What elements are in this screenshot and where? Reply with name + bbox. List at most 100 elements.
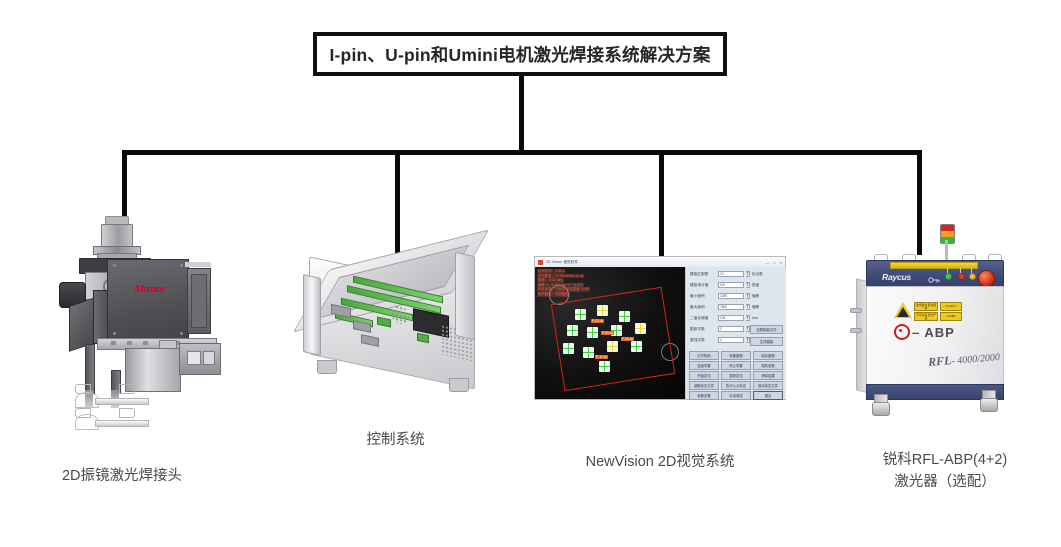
clear-results-button[interactable]: 清除结果 [753,371,783,380]
led-stem [947,268,949,274]
field-input[interactable]: 1 [718,337,744,343]
spinner-icon[interactable]: ▲▼ [746,325,750,332]
warning-label: LASER [940,312,962,321]
exit-button[interactable]: 退出 [753,391,783,400]
laser-warning-triangle-icon [894,302,912,318]
control-right-end-cap [454,251,475,341]
emergency-stop-button[interactable] [978,270,995,287]
spinner-icon[interactable]: ▲▼ [746,336,750,343]
weldhead-right-bracket [178,343,221,375]
part-marker [599,361,610,372]
field-row: 二值化阈值 126 ▲▼ mm [690,315,758,321]
caption-laser-source: 锐科RFL-ABP(4+2) 激光器（选配） [883,450,1008,494]
create-template-button[interactable]: 生成模板 [750,337,783,346]
warning-label: CLASS 4 [940,302,962,311]
field-input[interactable]: 126 [718,315,744,321]
camera-params-button[interactable]: 相机参数 [753,361,783,370]
caption-laser-line1: 锐科RFL-ABP(4+2) [882,452,1008,468]
spinner-icon[interactable]: ▲▼ [746,314,750,321]
spinner-icon[interactable]: ▲▼ [746,270,750,277]
field-row: 腐蚀次数 1 ▲▼ [690,337,750,343]
field-input[interactable]: 7800 [718,304,744,310]
continuous-grab-button[interactable]: 连续采集 [689,361,719,370]
diagram-title-box: I-pin、U-pin和Umini电机激光焊接系统解决方案 [313,32,727,76]
vision-window-title: 2D Vision 视觉软件 [546,259,579,264]
weldhead-shelf [94,420,149,427]
laser-abp-marking: – ABP [894,324,955,340]
weldhead-nameplate [184,262,211,267]
spinner-icon[interactable]: ▲▼ [746,281,750,288]
field-unit: 检出数 [752,271,763,276]
open-camera-button[interactable]: 打开相机 [689,351,719,360]
weldhead-plate-slot [174,341,180,345]
field-label: 腐蚀次数 [690,337,705,342]
weldhead-bracket-slot-a [186,351,201,365]
status-led-green [945,273,952,280]
caster-wheel [872,394,890,416]
field-input[interactable]: 1250 [718,293,744,299]
laser-yellow-strip [890,262,978,269]
field-row: 膨胀次数 2 ▲▼ [690,326,750,332]
vision-image-canvas[interactable]: 检测时间：0.35 s 识别数量：12 Rect/Find 12 ok 角度：-… [535,267,685,399]
close-icon[interactable]: × [779,259,782,265]
weldhead-scanner-body [106,259,189,341]
field-unit: 偏移 [752,293,760,298]
field-label: 最小面积 [690,293,705,298]
control-left-end-cap [302,274,321,356]
laser-base-band [866,384,1004,400]
vision-software-window: 2D Vision 视觉软件 — □ × 检测时间：0.35 s 识别数量：12… [534,256,786,400]
weldhead-shelf [94,398,149,405]
weldhead-screw [112,264,116,267]
stop-grab-button[interactable]: 停止采集 [721,361,751,370]
warning-label: 不可直视 激光产品 [914,312,938,321]
control-system-illustration [292,229,491,396]
lift-handle [962,254,976,264]
overlay-line: 偏移 X：0.064 mm Y：-0.021 [537,282,584,288]
vision-control-panel: 模板匹配数 12 ▲▼ 检出数 模板得分值 0.8 ▲▼ 角度 最小面积 125… [685,267,786,400]
weldhead-clamp [118,384,135,394]
maximize-icon[interactable]: □ [773,259,776,265]
manual-debug-button[interactable]: 手动调试 [721,391,751,400]
caption-control-line1: 控制系统 [366,432,425,448]
field-row: 最小面积 1250 ▲▼ 偏移 [690,293,759,299]
node-vision-system: 2D Vision 视觉软件 — □ × 检测时间：0.35 s 识别数量：12… [500,256,820,474]
connector-drop-control [395,150,400,256]
page-title: I-pin、U-pin和Umini电机激光焊接系统解决方案 [329,44,711,65]
lift-handle [988,254,1002,264]
field-input[interactable]: 2 [718,326,744,332]
field-label: 最大面积 [690,304,705,309]
weldhead-illustration: Maxtor [35,212,221,430]
minimize-icon[interactable]: — [765,259,770,265]
start-locate-button[interactable]: 开始定位 [689,371,719,380]
field-input[interactable]: 12 [718,271,744,277]
app-icon [538,259,543,265]
weldhead-collimator [100,224,133,248]
nine-point-calib-button[interactable]: 执行九点标定 [721,381,751,390]
weldhead-brand-logo: Maxtor [134,283,165,295]
save-image-button[interactable]: 保存图像 [753,351,783,360]
grab-image-button[interactable]: 采集图像 [721,351,751,360]
field-input[interactable]: 0.8 [718,282,744,288]
spinner-icon[interactable]: ▲▼ [746,303,750,310]
overlay-line: 相机触发：外部触发 [537,291,570,297]
part-marker [607,341,618,352]
read-calibration-button[interactable]: 读取标定文件 [689,381,719,390]
key-switch-icon[interactable] [928,272,940,283]
overlay-line: 角度：-9.32 deg [537,278,564,283]
part-marker [631,341,642,352]
save-calibration-button[interactable]: 保存标定文件 [753,381,783,390]
part-marker [567,325,578,336]
load-template-button[interactable]: 加载模板文件 [750,325,783,334]
caster-wheel [980,390,998,412]
settings-button[interactable]: 参数设置 [689,391,719,400]
relocate-button[interactable]: 重新定位 [721,371,751,380]
field-unit: 偏移 [752,304,760,309]
connector-horizontal-bus [122,150,922,155]
weldhead-bracket-slot-b [202,351,215,365]
field-row: 模板匹配数 12 ▲▼ 检出数 [690,271,763,277]
spinner-icon[interactable]: ▲▼ [746,292,750,299]
part-marker [597,305,608,316]
fiducial-arc [549,285,569,305]
field-label: 二值化阈值 [690,315,709,320]
field-unit: mm [752,316,758,320]
